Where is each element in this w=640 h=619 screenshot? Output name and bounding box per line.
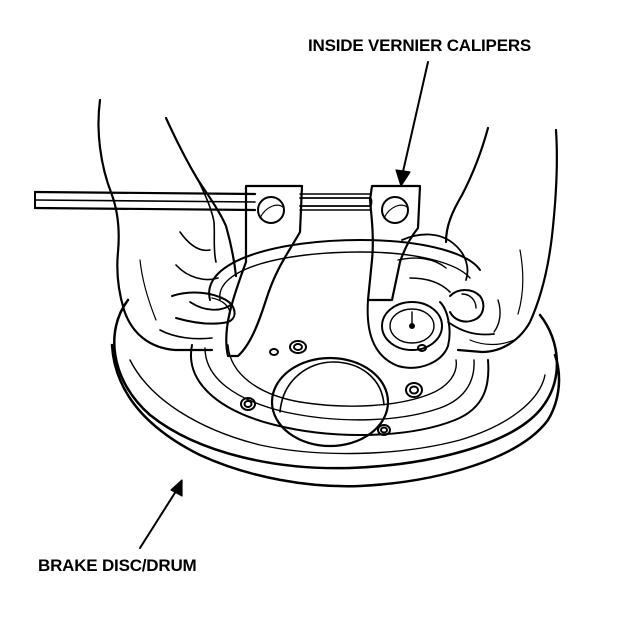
brake-disc-drum bbox=[112, 240, 559, 486]
hand-right bbox=[398, 128, 557, 352]
label-inside-vernier-calipers: INSIDE VERNIER CALIPERS bbox=[308, 36, 532, 55]
gauge-dial bbox=[382, 302, 442, 350]
caliper-jaw-right bbox=[368, 186, 450, 368]
drum-well-step bbox=[228, 345, 456, 406]
drum-hat-rim-inner bbox=[220, 252, 470, 300]
drum-well-inner bbox=[205, 348, 474, 420]
caliper-beam bbox=[35, 192, 372, 210]
leader-calipers bbox=[396, 62, 428, 186]
lug-hole bbox=[406, 383, 422, 397]
lug-hole bbox=[410, 387, 418, 394]
drum-hat-rim bbox=[209, 240, 480, 300]
rotor-outer-edge bbox=[114, 300, 557, 468]
leader-disc bbox=[140, 480, 182, 548]
drum-well-outer bbox=[191, 345, 488, 435]
lug-hole bbox=[294, 344, 302, 350]
lug-hole bbox=[245, 401, 252, 407]
caliper-jaw-left bbox=[226, 186, 302, 356]
jaw-screw-left bbox=[258, 197, 284, 223]
rotor-thickness-edge bbox=[112, 345, 559, 486]
center-bore-inner bbox=[280, 362, 384, 412]
label-brake-disc-drum: BRAKE DISC/DRUM bbox=[38, 556, 197, 575]
hand-left bbox=[99, 100, 237, 350]
lug-hole bbox=[290, 341, 306, 353]
lug-hole bbox=[378, 425, 390, 435]
lug-hole bbox=[381, 428, 387, 433]
rotor-face-groove bbox=[130, 360, 545, 454]
lug-hole bbox=[241, 398, 255, 410]
center-bore-outer bbox=[272, 358, 388, 446]
jaw-screw-right bbox=[382, 197, 408, 223]
small-hole bbox=[270, 349, 278, 355]
